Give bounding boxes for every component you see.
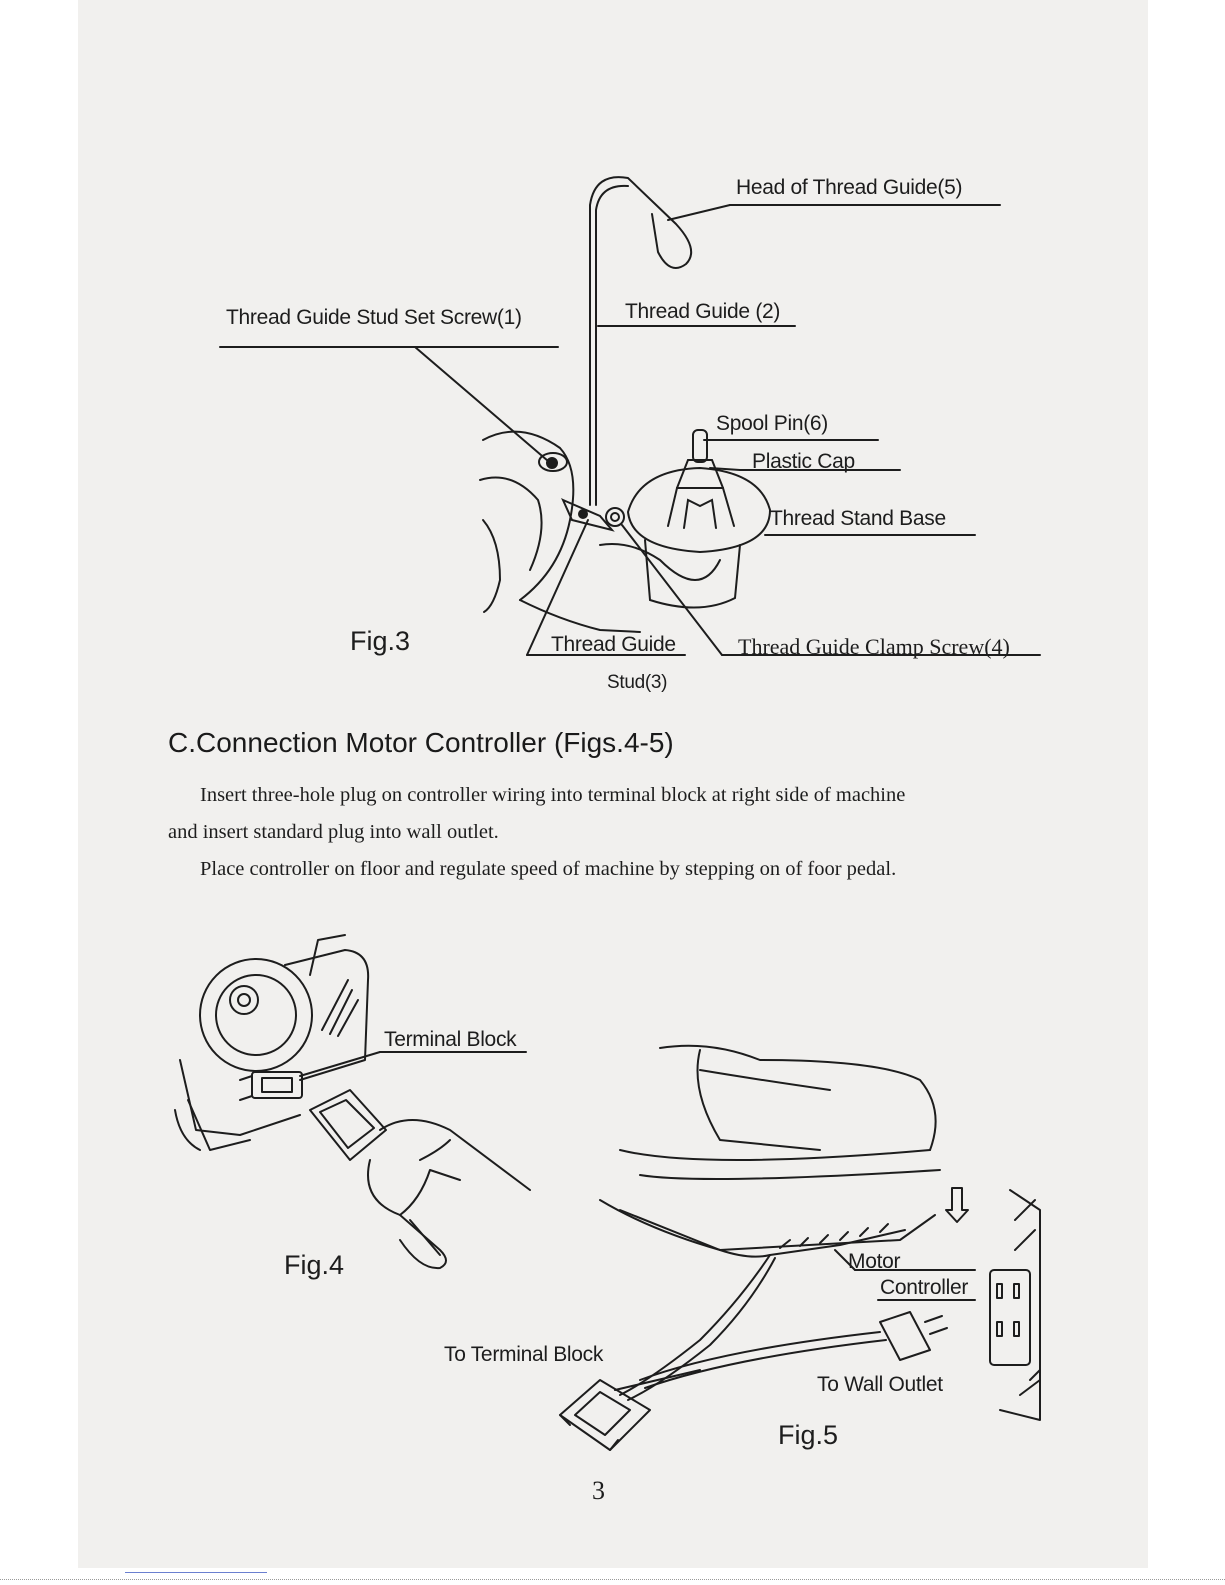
- paragraph-1-line-2: and insert standard plug into wall outle…: [168, 821, 499, 843]
- label-thread-stand-base: Thread Stand Base: [770, 507, 946, 530]
- underline-mark: [125, 1572, 267, 1573]
- section-heading: C.Connection Motor Controller (Figs.4-5): [168, 727, 674, 758]
- label-terminal-block: Terminal Block: [384, 1028, 517, 1051]
- label-thread-guide-stud-set-screw: Thread Guide Stud Set Screw(1): [226, 306, 522, 329]
- manual-page: [78, 0, 1148, 1568]
- dotted-divider: [0, 1579, 1225, 1580]
- label-to-terminal-block: To Terminal Block: [444, 1343, 604, 1366]
- label-thread-guide-stud-line2: Stud(3): [607, 672, 668, 693]
- label-thread-guide-stud-line1: Thread Guide: [551, 633, 676, 656]
- figure-4-caption: Fig.4: [284, 1250, 345, 1280]
- label-to-wall-outlet: To Wall Outlet: [817, 1373, 943, 1396]
- label-head-of-thread-guide: Head of Thread Guide(5): [736, 176, 963, 199]
- label-spool-pin: Spool Pin(6): [716, 412, 828, 435]
- figure-3-illustration: [219, 176, 1041, 656]
- label-thread-guide-clamp-screw: Thread Guide Clamp Screw(4): [738, 634, 1010, 659]
- label-plastic-cap: Plastic Cap: [752, 450, 855, 473]
- paragraph-1-line-1: Insert three-hole plug on controller wir…: [200, 784, 906, 806]
- label-motor: Motor: [848, 1250, 901, 1273]
- figure-5-caption: Fig.5: [778, 1420, 839, 1450]
- label-thread-guide: Thread Guide (2): [625, 300, 781, 323]
- figure-3-caption: Fig.3: [350, 626, 411, 656]
- label-controller: Controller: [880, 1276, 969, 1299]
- page-number: 3: [592, 1476, 605, 1505]
- viewer-bottom-strip: [0, 1568, 1225, 1585]
- paragraph-2: Place controller on floor and regulate s…: [200, 858, 897, 880]
